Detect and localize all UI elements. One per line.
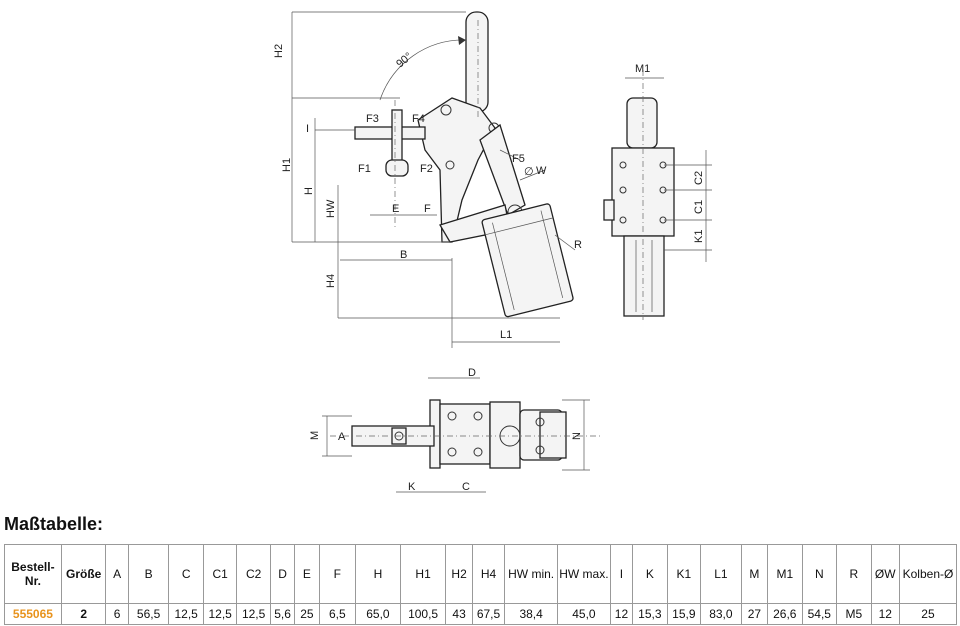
label-m1: M1 [635, 63, 650, 75]
label-f4: F4 [412, 113, 425, 125]
table-cell: 5,6 [269, 603, 296, 625]
table-cell: 25 [898, 603, 958, 625]
header-cell: M [740, 544, 769, 604]
label-f1: F1 [358, 163, 371, 175]
header-cell: C1 [202, 544, 238, 604]
header-cell: HW min. [504, 544, 559, 604]
table-cell: 15,9 [666, 603, 702, 625]
header-cell: H1 [399, 544, 447, 604]
top-view: D M A N K C [309, 367, 600, 493]
label-h4: H4 [325, 274, 337, 288]
header-cell: H4 [471, 544, 506, 604]
table-cell: 12 [609, 603, 634, 625]
label-c2: C2 [693, 171, 705, 185]
label-n: N [571, 432, 583, 440]
label-b: B [400, 249, 407, 261]
header-cell: C [168, 544, 204, 604]
table-row: 555065 2 6 56,5 12,5 12,5 12,5 5,6 25 6,… [4, 603, 958, 625]
header-cell: I [609, 544, 634, 604]
label-d: D [468, 367, 476, 379]
label-k: K [408, 481, 416, 493]
table-cell: 67,5 [471, 603, 506, 625]
label-h: H [303, 187, 315, 195]
label-i: I [306, 123, 309, 135]
header-cell: N [801, 544, 838, 604]
dimension-table: Bestell-Nr. Größe A B C C1 C2 D E F H H1… [4, 544, 958, 625]
header-cell: ØW [870, 544, 900, 604]
table-cell: 43 [445, 603, 473, 625]
label-angle: 90° [394, 50, 414, 70]
header-cell: C2 [236, 544, 271, 604]
label-f3: F3 [366, 113, 379, 125]
header-cell: D [269, 544, 296, 604]
table-cell: 100,5 [399, 603, 447, 625]
header-cell: B [127, 544, 170, 604]
table-cell: 15,3 [632, 603, 668, 625]
table-cell: 83,0 [700, 603, 742, 625]
label-h2: H2 [273, 44, 285, 58]
table-cell: 6 [105, 603, 129, 625]
header-cell: F [318, 544, 357, 604]
table-cell: 45,0 [557, 603, 611, 625]
label-hw: HW [325, 199, 337, 218]
label-a: A [338, 431, 346, 443]
label-r: R [574, 239, 582, 251]
header-cell: H2 [445, 544, 473, 604]
table-title: Maßtabelle: [4, 514, 104, 534]
table-cell: 12,5 [168, 603, 204, 625]
header-cell: H [355, 544, 401, 604]
header-cell: E [294, 544, 320, 604]
header-cell: Bestell-Nr. [4, 544, 62, 604]
label-f: F [424, 203, 431, 215]
label-l1: L1 [500, 329, 512, 341]
table-cell: 25 [294, 603, 320, 625]
header-cell: M1 [767, 544, 803, 604]
table-cell: 2 [60, 603, 107, 625]
table-cell: 12,5 [202, 603, 238, 625]
header-cell: R [836, 544, 872, 604]
header-cell: Größe [60, 544, 107, 604]
table-cell: 54,5 [801, 603, 838, 625]
label-c1: C1 [693, 200, 705, 214]
label-h1: H1 [281, 158, 293, 172]
label-m: M [309, 431, 321, 440]
order-number-cell: 555065 [4, 603, 62, 625]
table-cell: 12 [870, 603, 900, 625]
table-cell: 38,4 [504, 603, 559, 625]
header-cell: K1 [666, 544, 702, 604]
table-header-row: Bestell-Nr. Größe A B C C1 C2 D E F H H1… [4, 544, 958, 604]
label-w: W [536, 165, 547, 177]
table-cell: 12,5 [236, 603, 271, 625]
table-cell: M5 [836, 603, 872, 625]
front-view: M1 C2 C1 K1 [603, 63, 712, 320]
header-cell: HW max. [557, 544, 611, 604]
table-cell: 27 [740, 603, 769, 625]
label-k1: K1 [693, 230, 705, 243]
label-c: C [462, 481, 470, 493]
header-cell: Kolben-Ø [898, 544, 958, 604]
label-e: E [392, 203, 399, 215]
header-cell: A [105, 544, 129, 604]
label-dia: ∅ [524, 166, 534, 178]
label-f5: F5 [512, 153, 525, 165]
table-cell: 65,0 [355, 603, 401, 625]
technical-drawing: H2 90° I H1 H HW H4 F3 F4 F1 F2 F5 ∅ W E… [273, 11, 712, 493]
table-cell: 56,5 [127, 603, 170, 625]
table-cell: 6,5 [318, 603, 357, 625]
header-cell: L1 [700, 544, 742, 604]
label-f2: F2 [420, 163, 433, 175]
header-cell: K [632, 544, 668, 604]
table-cell: 26,6 [767, 603, 803, 625]
side-view: H2 90° I H1 H HW H4 F3 F4 F1 F2 F5 ∅ W E… [273, 11, 582, 348]
